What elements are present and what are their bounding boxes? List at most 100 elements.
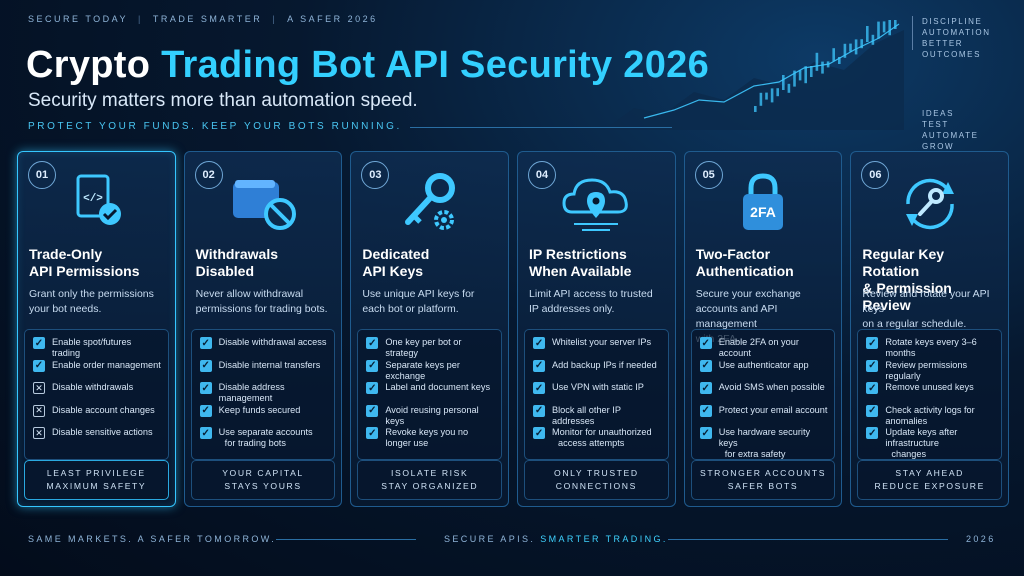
checklist-item-text: Check activity logs for anomalies xyxy=(885,405,995,427)
title-part-1: Crypto xyxy=(26,44,162,86)
checkbox-checked-icon: ✓ xyxy=(533,359,546,372)
checkbox-checked-icon: ✓ xyxy=(199,404,212,417)
card-footer-line: SAFER BOTS xyxy=(727,481,799,491)
checklist-item: ✓Enable order management xyxy=(33,359,162,383)
checklist-item-line: Review permissions regularly xyxy=(885,359,968,381)
candle xyxy=(849,43,852,52)
checklist-item-line: Keep funds secured xyxy=(218,404,301,415)
page-subtitle: Security matters more than automation sp… xyxy=(28,90,418,111)
checklist-item: ✓ Enable 2FA on your account xyxy=(699,337,829,360)
x-box-icon: ✕ xyxy=(33,382,45,394)
note-line: GROW xyxy=(922,142,955,151)
note-line: IDEAS xyxy=(922,109,955,118)
card-footer-line: ISOLATE RISK xyxy=(391,468,469,478)
card-description-line: permissions for trading bots. xyxy=(195,303,328,315)
checklist-item-text: Use authenticator app xyxy=(719,360,809,371)
padlock-2fa-icon: 2FA xyxy=(723,170,803,238)
topbar-item: SECURE TODAY xyxy=(28,14,129,24)
card-checklist: ✓ Disable withdrawal access ✓Disable inter… xyxy=(190,329,336,460)
notes-group-1: DISCIPLINE AUTOMATION BETTER OUTCOMES xyxy=(922,16,1010,60)
card-description-line: Never allow withdrawal xyxy=(195,288,304,300)
checklist-item-text: Disable internal transfers xyxy=(219,360,321,371)
card-title-line: & Permission Review xyxy=(862,280,952,313)
card-description-line: accounts and API management xyxy=(695,303,778,330)
checkbox-checked-icon: ✓ xyxy=(533,404,546,417)
checkbox-checked-icon: ✓ xyxy=(866,382,879,394)
checklist-item: ✓Label and document keys xyxy=(366,382,495,405)
card-footer-line: STRONGER ACCOUNTS xyxy=(700,468,827,478)
checkbox-checked-icon: ✓ xyxy=(366,337,379,349)
candle xyxy=(815,52,819,71)
checklist-item-line: Whitelist your server IPs xyxy=(552,337,652,347)
card-description-line: Use unique API keys for xyxy=(362,288,475,300)
checklist-item: ✓Separate keys per exchange xyxy=(366,359,495,383)
card-footer-line: YOUR CAPITAL xyxy=(222,468,304,478)
checkbox-checked-icon: ✓ xyxy=(366,427,379,439)
key-gear-icon xyxy=(390,170,470,238)
candle xyxy=(765,92,768,100)
candle xyxy=(826,61,830,68)
checklist-item-line: Revoke keys you no longer use xyxy=(385,427,469,448)
checklist-item-text: Label and document keys xyxy=(385,382,490,393)
checklist-item: ✓Avoid reusing personal keys xyxy=(366,404,495,428)
checklist-item-line: Disable withdrawal access xyxy=(218,337,327,347)
checklist-item-text: Protect your email account xyxy=(719,405,828,416)
card-number-badge: 06 xyxy=(861,161,890,189)
checklist-item: ✓Disable internal transfers xyxy=(199,359,329,383)
checkbox-checked-icon: ✓ xyxy=(699,337,712,349)
checklist-item-line: access attempts xyxy=(558,438,625,448)
checklist-item: ✕ Disable sensitive actions xyxy=(33,427,162,450)
note-line: TEST xyxy=(922,120,949,129)
checkbox-checked-icon: ✓ xyxy=(366,404,379,417)
checklist-item-line: Disable internal transfers xyxy=(218,359,321,370)
card-number-badge: 05 xyxy=(694,161,723,189)
checkbox-checked-icon: ✓ xyxy=(533,427,546,439)
note-line: BETTER OUTCOMES xyxy=(922,39,982,59)
checklist-item-line: Rotate keys every 3–6 months xyxy=(885,337,977,358)
checklist-item-line: for extra safety xyxy=(724,449,786,459)
checklist-item-text: Remove unused keys xyxy=(885,382,973,393)
checkbox-checked-icon: ✓ xyxy=(866,337,879,349)
checklist-item-text: Disable withdrawals xyxy=(52,382,133,393)
candle xyxy=(798,70,802,81)
candle xyxy=(776,88,779,97)
checklist-item-line: Disable sensitive actions xyxy=(52,427,153,437)
checkbox-checked-icon: ✓ xyxy=(366,359,379,372)
checklist-item-text: Disable address management xyxy=(219,382,329,404)
checklist-item-text: Avoid SMS when possible xyxy=(719,382,825,393)
candle xyxy=(877,21,880,39)
checkbox-checked-icon: ✓ xyxy=(699,427,712,439)
checklist-item: ✓Avoid SMS when possible xyxy=(699,382,829,405)
bottom-middle-b: SMARTER TRADING. xyxy=(540,534,668,544)
card-number-badge: 02 xyxy=(194,161,223,189)
candle xyxy=(787,83,791,93)
x-box-icon: ✕ xyxy=(33,427,45,439)
candle xyxy=(871,34,875,45)
card-title: Regular Key Rotation& Permission Review xyxy=(862,246,1002,314)
card-number-badge: 04 xyxy=(528,161,557,189)
note-line: DISCIPLINE xyxy=(922,17,983,26)
checklist-item: ✓Block all other IP addresses xyxy=(533,404,662,428)
card-footer-line: REDUCE EXPOSURE xyxy=(874,481,985,491)
bottom-right-year: 2026 xyxy=(966,534,996,544)
candle xyxy=(860,39,863,49)
card-checklist: ✓Enable spot/futures trading✓Enable orde… xyxy=(24,329,169,460)
candle xyxy=(770,88,774,103)
topbar-separator: | xyxy=(138,14,143,24)
checklist-item-line: Disable address management xyxy=(218,382,285,403)
checklist-item-text: Enable 2FA on your account xyxy=(719,337,829,359)
card-footer-line: MAXIMUM SAFETY xyxy=(46,481,147,491)
checklist-item-line: Avoid SMS when possible xyxy=(718,382,825,392)
checklist-item: ✓ Remove unused keys xyxy=(866,382,995,405)
